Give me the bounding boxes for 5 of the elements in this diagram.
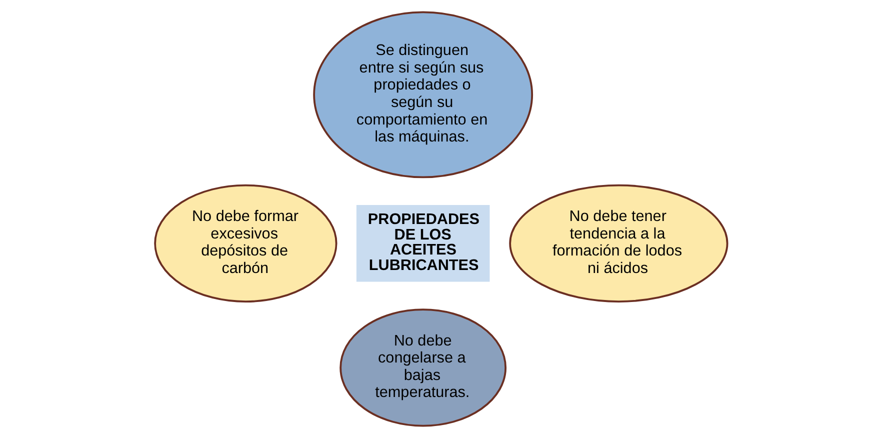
node-ellipse: No debe congelarse a bajas temperaturas. xyxy=(340,308,507,427)
node-ellipse: No debe tener tendencia a la formación de lodos ni ácidos xyxy=(509,184,728,302)
node-box: PROPIEDADES DE LOS ACEITES LUBRICANTES xyxy=(356,205,490,282)
node-ellipse: No debe formar excesivos depósitos de carbón xyxy=(154,184,338,302)
node-ellipse: Se distinguen entre si según sus propiedades o según su comportamiento en las máquinas. xyxy=(313,11,534,178)
